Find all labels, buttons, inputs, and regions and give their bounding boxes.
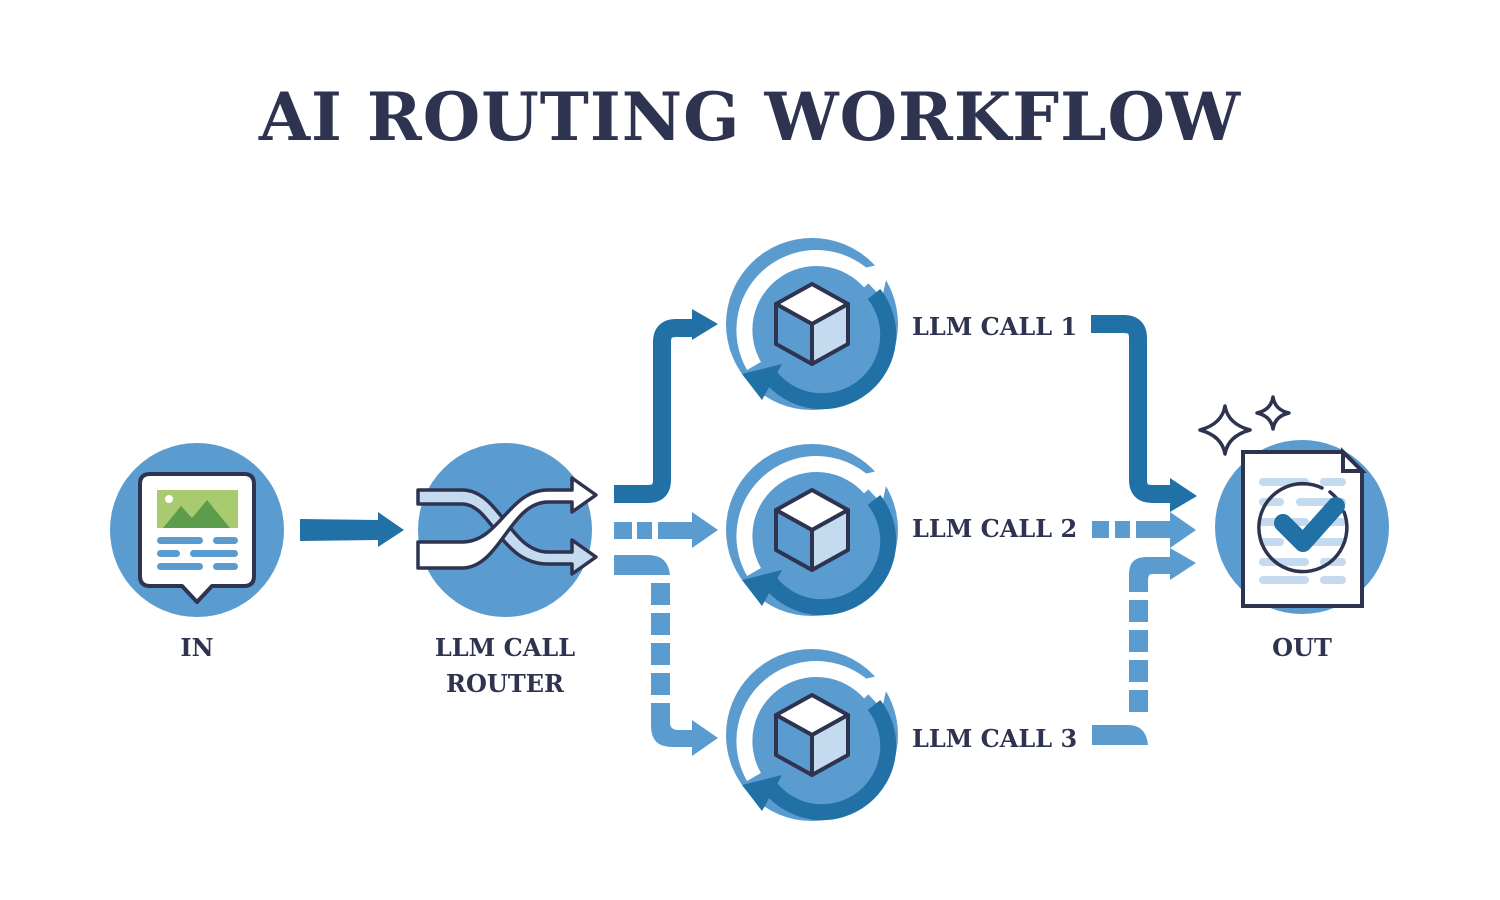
input-label: IN (180, 633, 214, 662)
output-node (1198, 395, 1389, 614)
diagram-title: AI ROUTING WORKFLOW (258, 78, 1242, 156)
document-image-message-icon (138, 472, 256, 604)
sparkle-icon (1198, 395, 1291, 456)
llm-call-3-label: LLM CALL 3 (912, 724, 1078, 753)
input-to-router-arrow (300, 512, 404, 547)
call2-to-output-path (1092, 512, 1196, 548)
llm-call-2-icon (726, 444, 898, 616)
shuffle-arrows-icon (416, 476, 598, 576)
router-to-call2-path (614, 512, 718, 548)
llm-call-1-icon (726, 238, 898, 410)
router-node (416, 443, 598, 617)
input-node (110, 443, 284, 617)
llm-call-2-label: LLM CALL 2 (912, 514, 1078, 543)
output-label: OUT (1272, 633, 1332, 662)
router-label-line1: LLM CALL (434, 633, 576, 662)
llm-call-3-icon (726, 649, 898, 821)
router-label-line2: ROUTER (446, 669, 564, 698)
router-to-call1-path (614, 309, 718, 503)
llm-call-1-label: LLM CALL 1 (912, 312, 1078, 341)
checked-document-icon (1241, 447, 1367, 608)
call3-to-output-path (1092, 548, 1196, 745)
call1-to-output-path (1091, 315, 1197, 512)
router-to-call3-path (614, 555, 718, 756)
